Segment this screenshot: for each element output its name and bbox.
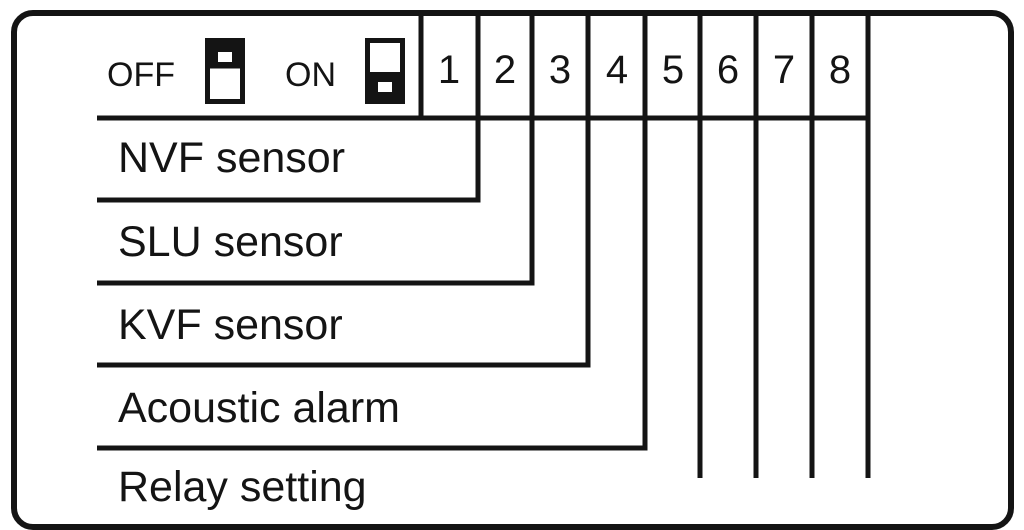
switch-diagram-lines (97, 16, 871, 478)
leader-line-switch-1 (97, 16, 481, 203)
switch-number-1: 1 (437, 48, 461, 92)
function-label-switch-3: KVF sensor (118, 301, 343, 349)
legend-on-label: ON (285, 56, 336, 94)
legend-off-label: OFF (107, 56, 175, 94)
switch-number-4: 4 (605, 48, 629, 92)
switch-number-5: 5 (661, 48, 685, 92)
dip-switch-off-icon (205, 38, 245, 104)
switch-number-8: 8 (828, 48, 852, 92)
switch-number-3: 3 (548, 48, 572, 92)
function-label-switch-5: Relay setting (118, 463, 367, 511)
switch-number-7: 7 (772, 48, 796, 92)
leader-line-switch-4 (97, 16, 648, 451)
leader-line-switch-3 (97, 16, 591, 368)
leader-line-switch-2 (97, 16, 535, 286)
function-label-switch-2: SLU sensor (118, 218, 343, 266)
function-label-switch-1: NVF sensor (118, 134, 346, 182)
function-label-switch-4: Acoustic alarm (118, 384, 400, 432)
dip-switch-on-icon (365, 38, 405, 104)
switch-number-2: 2 (493, 48, 517, 92)
switch-number-6: 6 (716, 48, 740, 92)
